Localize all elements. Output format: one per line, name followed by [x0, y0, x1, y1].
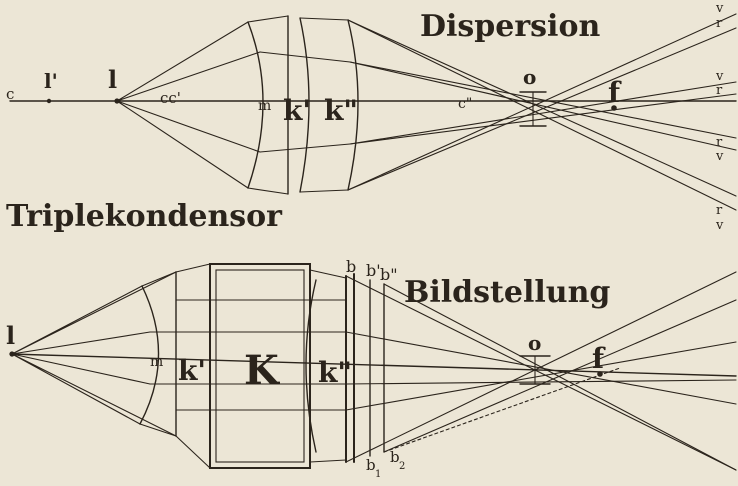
label-b: b	[346, 257, 356, 276]
point-f-top	[611, 105, 617, 111]
label-o-bottom: o	[528, 331, 541, 355]
bottom-internal-rays	[149, 299, 347, 411]
bottom-dashed-ray	[383, 367, 621, 453]
heading-dispersion: Dispersion	[420, 9, 600, 44]
top-lens-k-dprime-edges	[299, 17, 349, 193]
label-b-dprime: b"	[380, 265, 398, 284]
label-b-prime: b'	[366, 261, 381, 280]
label-l: l	[108, 65, 117, 94]
heading-triplekondensor: Triplekondensor	[6, 199, 283, 234]
top-outer-rays	[347, 13, 737, 197]
bottom-center-ray	[345, 379, 737, 385]
top-lens-k-dprime-back	[299, 17, 310, 193]
top-lens-k-prime-edges	[247, 15, 289, 195]
label-cc-prime: cc'	[160, 89, 181, 107]
top-lens-k-prime-back	[247, 21, 264, 189]
label-l-bottom: l	[6, 321, 15, 350]
label-b1-sub: 1	[375, 469, 381, 480]
bottom-lens-k-prime-edges	[139, 271, 177, 437]
label-o-top: o	[523, 65, 536, 89]
mark-4-bottom: v	[715, 218, 724, 233]
lens-K-outer	[209, 263, 311, 469]
top-input-rays	[116, 21, 261, 189]
label-c-dprime: c"	[458, 96, 472, 112]
bottom-inner-rays	[345, 331, 737, 411]
mark-1-bottom: r	[716, 16, 723, 31]
top-outer-rays-2	[347, 19, 737, 211]
label-f-top: f	[608, 76, 622, 109]
triplekondensor-diagram: Triplekondensor Bildstellung	[6, 199, 737, 480]
mark-4-top: r	[716, 203, 723, 218]
bottom-lens-k-dprime-edges	[309, 269, 347, 463]
label-f-bottom: f	[592, 342, 606, 375]
mark-3-bottom: v	[715, 149, 724, 164]
label-l-prime: l'	[44, 69, 58, 93]
mark-1-top: v	[715, 1, 724, 16]
lens-K-inner	[215, 269, 305, 463]
label-b2: b	[390, 448, 400, 466]
bottom-optical-axis	[9, 353, 737, 377]
label-k-prime-bottom: k'	[178, 354, 206, 387]
top-internal-rays	[259, 51, 351, 153]
label-k-prime-top: k'	[283, 94, 311, 127]
label-K: K	[244, 347, 280, 394]
bottom-lens-k-prime-back	[139, 285, 160, 425]
point-l-prime	[46, 98, 52, 104]
bottom-outer-rays-2	[383, 283, 737, 471]
label-c: c	[6, 85, 14, 103]
label-m-bottom: m	[150, 354, 163, 370]
mark-2-bottom: r	[716, 83, 723, 98]
top-lens-k-dprime-front	[347, 19, 359, 191]
label-k-dprime-top: k"	[324, 94, 358, 127]
point-f-bottom	[597, 371, 603, 377]
label-b2-sub: 2	[399, 461, 405, 472]
bottom-lens-connect	[175, 263, 211, 469]
label-k-dprime-bottom: k"	[318, 356, 352, 389]
label-m-top: m	[258, 98, 271, 114]
top-inner-rays	[349, 61, 737, 151]
mark-2-top: v	[715, 69, 724, 84]
top-inner-rays-2	[349, 61, 737, 145]
label-b1: b	[366, 456, 376, 474]
bottom-input-rays	[11, 271, 177, 437]
mark-3-top: r	[716, 135, 723, 150]
heading-bildstellung: Bildstellung	[404, 275, 610, 310]
dispersion-diagram: Dispersion c l' l cc' m k' k" c" o f v r…	[6, 1, 737, 233]
